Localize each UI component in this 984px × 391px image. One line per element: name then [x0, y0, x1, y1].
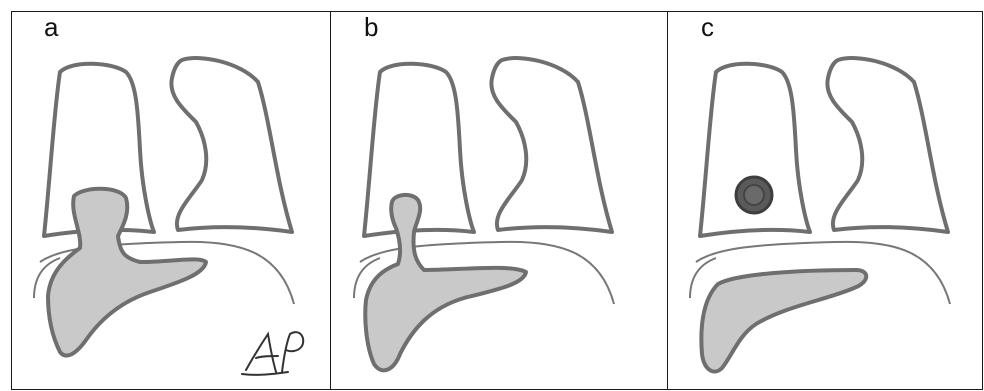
- panel-c-lungs: [700, 58, 948, 236]
- panel-c-hernia-shape: [701, 270, 866, 372]
- signature-ap: [242, 332, 303, 375]
- panel-c-nodule-core: [744, 185, 764, 205]
